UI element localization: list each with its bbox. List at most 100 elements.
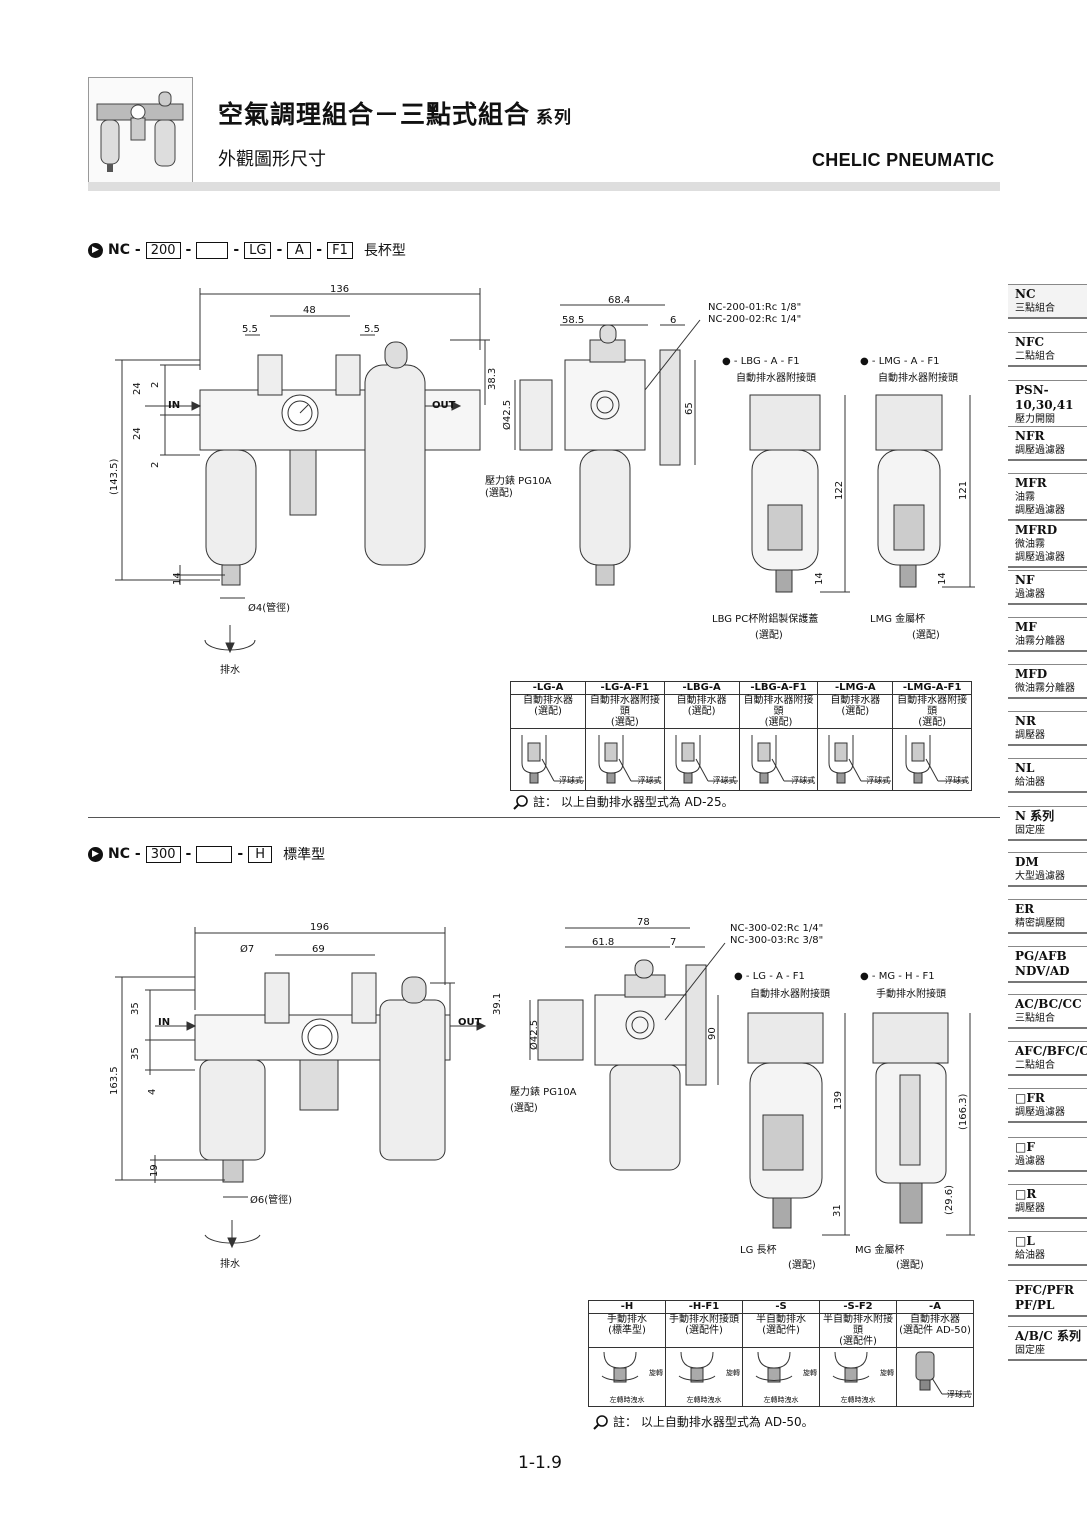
- label-in: IN: [158, 1017, 170, 1028]
- semi-auto-drain-icon: [755, 1351, 793, 1383]
- cell-line: 自動排水器附接頭: [589, 695, 660, 717]
- float-label: 浮球式: [712, 776, 737, 785]
- rotate-label: 旋轉: [803, 1369, 817, 1377]
- title-text: 空氣調理組合－三點式組合: [218, 100, 531, 129]
- table-header: -LMG-A-F1: [892, 681, 972, 695]
- model-size-box: 200: [145, 241, 181, 259]
- magnifier-icon: [593, 1414, 608, 1430]
- drain-illustration: 浮球式: [817, 728, 894, 791]
- variant-mg-label: 手動排水附接頭: [876, 987, 946, 1000]
- nav-item[interactable]: NC 三點組合: [1008, 284, 1087, 319]
- dim-163-5: 163.5: [109, 1066, 120, 1095]
- cell-line: 自動排水器: [676, 695, 727, 706]
- left-turn-label: 左轉時洩水: [840, 1396, 876, 1404]
- dim-4: 4: [147, 1089, 158, 1095]
- drain-illustration: 浮球式: [892, 728, 972, 791]
- label-drain: 排水: [220, 1257, 240, 1270]
- table-header-row: -LG-A -LG-A-F1 -LBG-A -LBG-A-F1 -LMG-A -…: [510, 681, 972, 695]
- model-dash: -: [185, 846, 192, 862]
- nav-item-desc: 壓力開關: [1015, 414, 1055, 425]
- nav-item-code: NC: [1015, 287, 1036, 301]
- nav-item-desc: 大型過濾器: [1015, 871, 1065, 882]
- gauge-label: 壓力錶 PG10A: [485, 474, 552, 487]
- magnifier-icon: [513, 794, 528, 810]
- left-turn-label: 左轉時洩水: [686, 1396, 722, 1404]
- label-out: OUT: [432, 400, 456, 411]
- header-bar: [88, 182, 1000, 191]
- table-cell: 自動排水器(選配): [663, 694, 740, 729]
- dim-122: 122: [834, 481, 845, 500]
- table-row: 浮球式 浮球式 浮球式 浮球式 浮球式 浮球式: [510, 728, 972, 791]
- nav-item[interactable]: A/B/C 系列固定座: [1008, 1326, 1087, 1361]
- cell-line: 自動排水器: [523, 695, 573, 706]
- variant-mg-caption: MG 金屬杯: [855, 1243, 905, 1256]
- table-cell: 半自動排水附接頭(選配件): [819, 1313, 897, 1348]
- page-number: 1-1.9: [518, 1453, 562, 1473]
- table-cell: 手動排水(標準型): [588, 1313, 666, 1348]
- dim-24-bottom: 24: [132, 427, 143, 440]
- cell-line: (選配): [918, 717, 947, 728]
- nav-item[interactable]: AC/BC/CC 三點組合: [1008, 994, 1087, 1029]
- nav-item-desc: 調壓過濾器: [1015, 445, 1065, 456]
- nav-item[interactable]: PFC/PFR PF/PL: [1008, 1280, 1087, 1317]
- model-prefix: NC -: [108, 242, 141, 258]
- nav-item-code: □L: [1015, 1234, 1035, 1248]
- nav-item-desc: 固定座: [1015, 1345, 1045, 1356]
- table-header: -S-F2: [819, 1300, 897, 1314]
- cell-line: (選配): [764, 717, 793, 728]
- nav-item-desc: 調壓器: [1015, 730, 1045, 741]
- float-label: 浮球式: [945, 776, 969, 785]
- table-cell: 自動排水器(選配): [817, 694, 894, 729]
- nav-item-code: □FR: [1015, 1091, 1045, 1105]
- nav-item-code: MFR: [1015, 476, 1047, 490]
- table-cell: 自動排水器附接頭(選配): [892, 694, 972, 729]
- table-header: -A: [896, 1300, 974, 1314]
- table-header: -H: [588, 1300, 666, 1314]
- nav-item-code: NF: [1015, 573, 1035, 587]
- variant-lbg-code: ● - LBG - A - F1: [722, 356, 800, 367]
- left-turn-label: 左轉時洩水: [609, 1396, 645, 1404]
- dim-5-5-right: 5.5: [364, 324, 380, 335]
- table-cell: 自動排水器(選配): [510, 694, 586, 729]
- dim-166-3: (166.3): [958, 1093, 969, 1130]
- drain-illustration: 浮球式: [738, 728, 819, 791]
- nav-item[interactable]: N 系列固定座: [1008, 806, 1087, 841]
- rotate-label: 旋轉: [726, 1369, 740, 1377]
- port-spec-01: NC-200-01:Rc 1/8": [708, 302, 801, 313]
- model-port-box: [196, 241, 229, 259]
- nav-item-desc: 調壓器: [1015, 1203, 1045, 1214]
- drain-illustration: 旋轉左轉時洩水: [588, 1347, 666, 1407]
- model-bowl-box: LG: [244, 241, 272, 259]
- nav-item-code: AC/BC/CC: [1015, 997, 1082, 1011]
- port-spec-02: NC-300-02:Rc 1/4": [730, 923, 823, 934]
- nav-item[interactable]: PG/AFB NDV/AD: [1008, 946, 1087, 983]
- nav-item[interactable]: AFC/BFC/CFC二點組合: [1008, 1041, 1087, 1076]
- nav-item-desc: 二點組合: [1015, 1060, 1055, 1071]
- nav-item-desc: 三點組合: [1015, 1013, 1055, 1024]
- cell-line: (標準型): [608, 1325, 646, 1336]
- page-title: 空氣調理組合－三點式組合系列: [218, 95, 572, 131]
- cell-line: (選配件): [685, 1325, 723, 1336]
- nav-item-desc: 三點組合: [1015, 303, 1055, 314]
- table-cell: 半自動排水(選配件): [742, 1313, 820, 1348]
- rotate-label: 旋轉: [649, 1369, 663, 1377]
- dim-5-5-left: 5.5: [242, 324, 258, 335]
- table-row: 旋轉左轉時洩水 旋轉左轉時洩水 旋轉左轉時洩水 旋轉左轉時洩水 浮球式: [588, 1347, 974, 1407]
- variant-lg-caption: LG 長杯: [740, 1243, 777, 1256]
